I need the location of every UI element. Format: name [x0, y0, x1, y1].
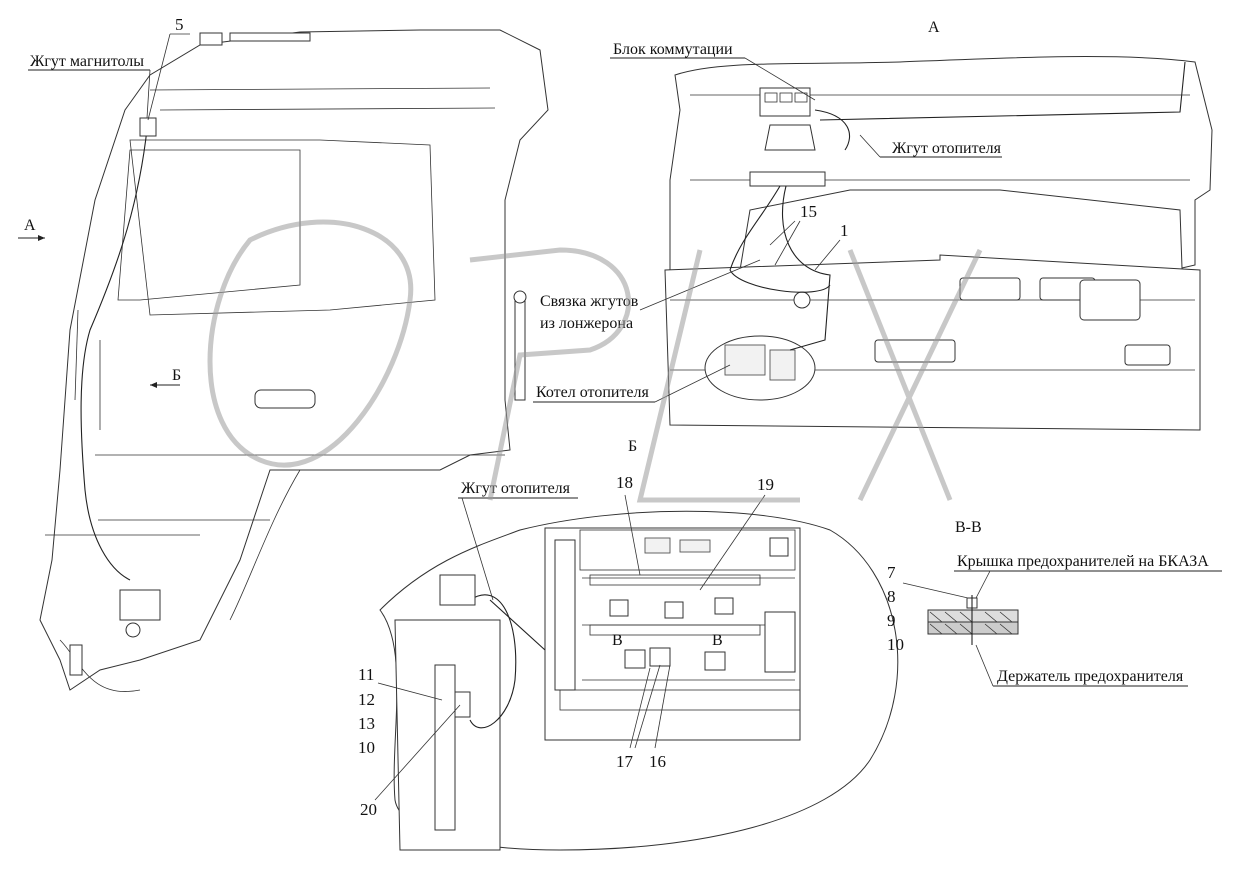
heater-harness-top-label: Жгут отопителя [892, 140, 1002, 157]
callout-19: 19 [757, 475, 774, 494]
fuse-holder-label: Держатель предохранителя [997, 668, 1184, 685]
callout-1: 1 [840, 221, 849, 240]
watermark [207, 219, 983, 503]
callout-11: 11 [358, 665, 374, 684]
view-v-label-left: В [612, 632, 623, 649]
heater-harness-bottom-label: Жгут отопителя [461, 480, 571, 497]
cab-side-view [39, 29, 549, 692]
callout-17: 17 [616, 752, 634, 771]
view-b-title: Б [628, 438, 637, 455]
view-v-label-right: В [712, 632, 723, 649]
callout-10b: 10 [358, 738, 375, 757]
callout-9: 9 [887, 611, 896, 630]
view-b-fuse-panel [379, 510, 899, 851]
heater-boiler-label: Котел отопителя [536, 384, 650, 401]
section-vv-title: В-В [955, 519, 982, 536]
callout-15: 15 [800, 202, 817, 221]
callout-7: 7 [887, 563, 896, 582]
view-label-a: А [24, 217, 36, 234]
callout-10a: 10 [887, 635, 904, 654]
callout-12: 12 [358, 690, 375, 709]
view-label-b: Б [172, 367, 181, 384]
bundle-label-line2: из лонжерона [540, 315, 633, 332]
fuse-cover-label: Крышка предохранителей на БКАЗА [957, 553, 1209, 570]
callout-16: 16 [649, 752, 666, 771]
fuse-row-top [559, 574, 801, 711]
callout-20: 20 [360, 800, 377, 819]
callout-8: 8 [887, 587, 896, 606]
callout-18: 18 [616, 473, 633, 492]
view-arrow-b: Б [150, 367, 181, 388]
view-a-cab-rear [664, 56, 1213, 431]
radio-harness-label: Жгут магнитолы [30, 53, 144, 70]
view-arrow-a: А [18, 217, 45, 241]
bundle-label-line1: Связка жгутов [540, 293, 639, 310]
callout-5: 5 [175, 15, 184, 34]
callout-13: 13 [358, 714, 375, 733]
section-vv-detail [927, 595, 1019, 645]
switch-block-label: Блок коммутации [613, 41, 733, 58]
view-a-title: А [928, 19, 940, 36]
